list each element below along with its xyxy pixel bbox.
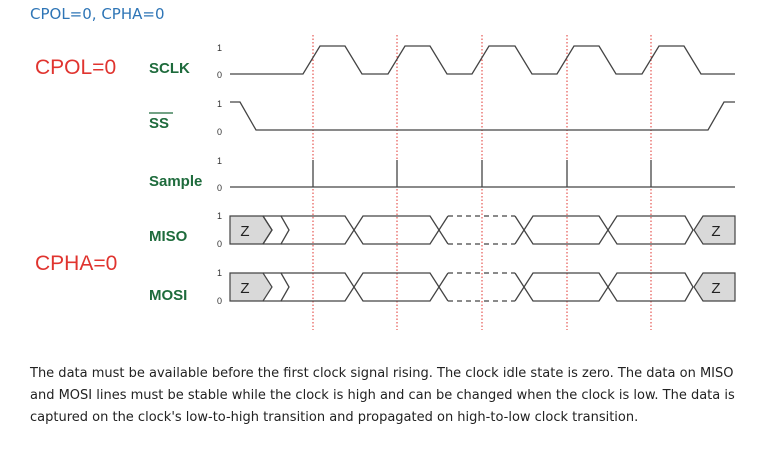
hi-z-label: Z	[240, 223, 249, 240]
sclk-low-level: 0	[217, 70, 222, 80]
level-labels: 1 0 1 0 1 0 1 0 1 0	[217, 43, 222, 306]
miso-label: MISO	[149, 228, 188, 245]
page-title: CPOL=0, CPHA=0	[30, 5, 165, 23]
description-paragraph: The data must be available before the fi…	[30, 366, 735, 425]
ss-low-level: 0	[217, 127, 222, 137]
sclk-waveform	[230, 45, 735, 75]
hi-z-box	[693, 272, 736, 302]
miso-waveform: Z Z	[229, 215, 736, 245]
spi-timing-diagram: CPOL=0 CPHA=0 SCLK SS Sample MISO MOSI 1…	[35, 35, 736, 330]
sample-label: Sample	[149, 173, 202, 190]
mosi-high-level: 1	[217, 268, 222, 278]
mosi-waveform: Z Z	[229, 272, 736, 302]
hi-z-box	[229, 272, 273, 302]
sample-high-level: 1	[217, 156, 222, 166]
ss-waveform	[230, 101, 735, 131]
mosi-low-level: 0	[217, 296, 222, 306]
cpol-label: CPOL=0	[35, 56, 116, 79]
ss-label: SS	[149, 115, 169, 132]
miso-low-level: 0	[217, 239, 222, 249]
hi-z-label: Z	[240, 280, 249, 297]
sample-low-level: 0	[217, 183, 222, 193]
miso-high-level: 1	[217, 211, 222, 221]
mosi-label: MOSI	[149, 287, 187, 304]
ss-high-level: 1	[217, 99, 222, 109]
sclk-label: SCLK	[149, 60, 190, 77]
sample-waveform	[230, 160, 735, 188]
cpha-label: CPHA=0	[35, 252, 117, 275]
hi-z-box	[693, 215, 736, 245]
hi-z-label: Z	[711, 223, 720, 240]
sclk-high-level: 1	[217, 43, 222, 53]
hi-z-label: Z	[711, 280, 720, 297]
